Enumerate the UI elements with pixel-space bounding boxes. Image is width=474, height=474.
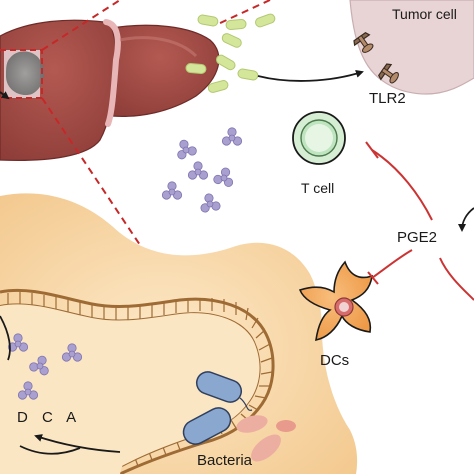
dca-molecule-icon (172, 136, 199, 161)
bacteria-label: Bacteria (197, 452, 253, 469)
tumor-cell (349, 0, 474, 95)
tlr2-label: TLR2 (369, 90, 406, 107)
dca-molecule-icon (221, 127, 243, 146)
bile-acid-rods (185, 13, 276, 93)
dcs-label: DCs (320, 352, 350, 369)
intestine (0, 193, 358, 474)
flow-arrows (0, 69, 474, 455)
dendritic-cell (298, 260, 373, 342)
inhibition-arrows (365, 141, 474, 301)
dca-molecule-icon (212, 165, 237, 188)
t-cell-label: T cell (301, 180, 335, 196)
dca-label: D C A (17, 409, 82, 426)
liver-tumor-region (0, 49, 45, 100)
dca-molecule-icon (161, 181, 183, 200)
t-cell (292, 111, 346, 165)
dca-molecule-icon (187, 161, 209, 180)
dca-molecule-icon (198, 191, 222, 214)
zoom-dashed-lines (41, 0, 271, 276)
bacteria-cluster (182, 371, 296, 462)
dca-molecules-circulation (161, 127, 243, 214)
pge2-label: PGE2 (397, 229, 438, 246)
tumor-cell-label: Tumor cell (392, 6, 457, 22)
